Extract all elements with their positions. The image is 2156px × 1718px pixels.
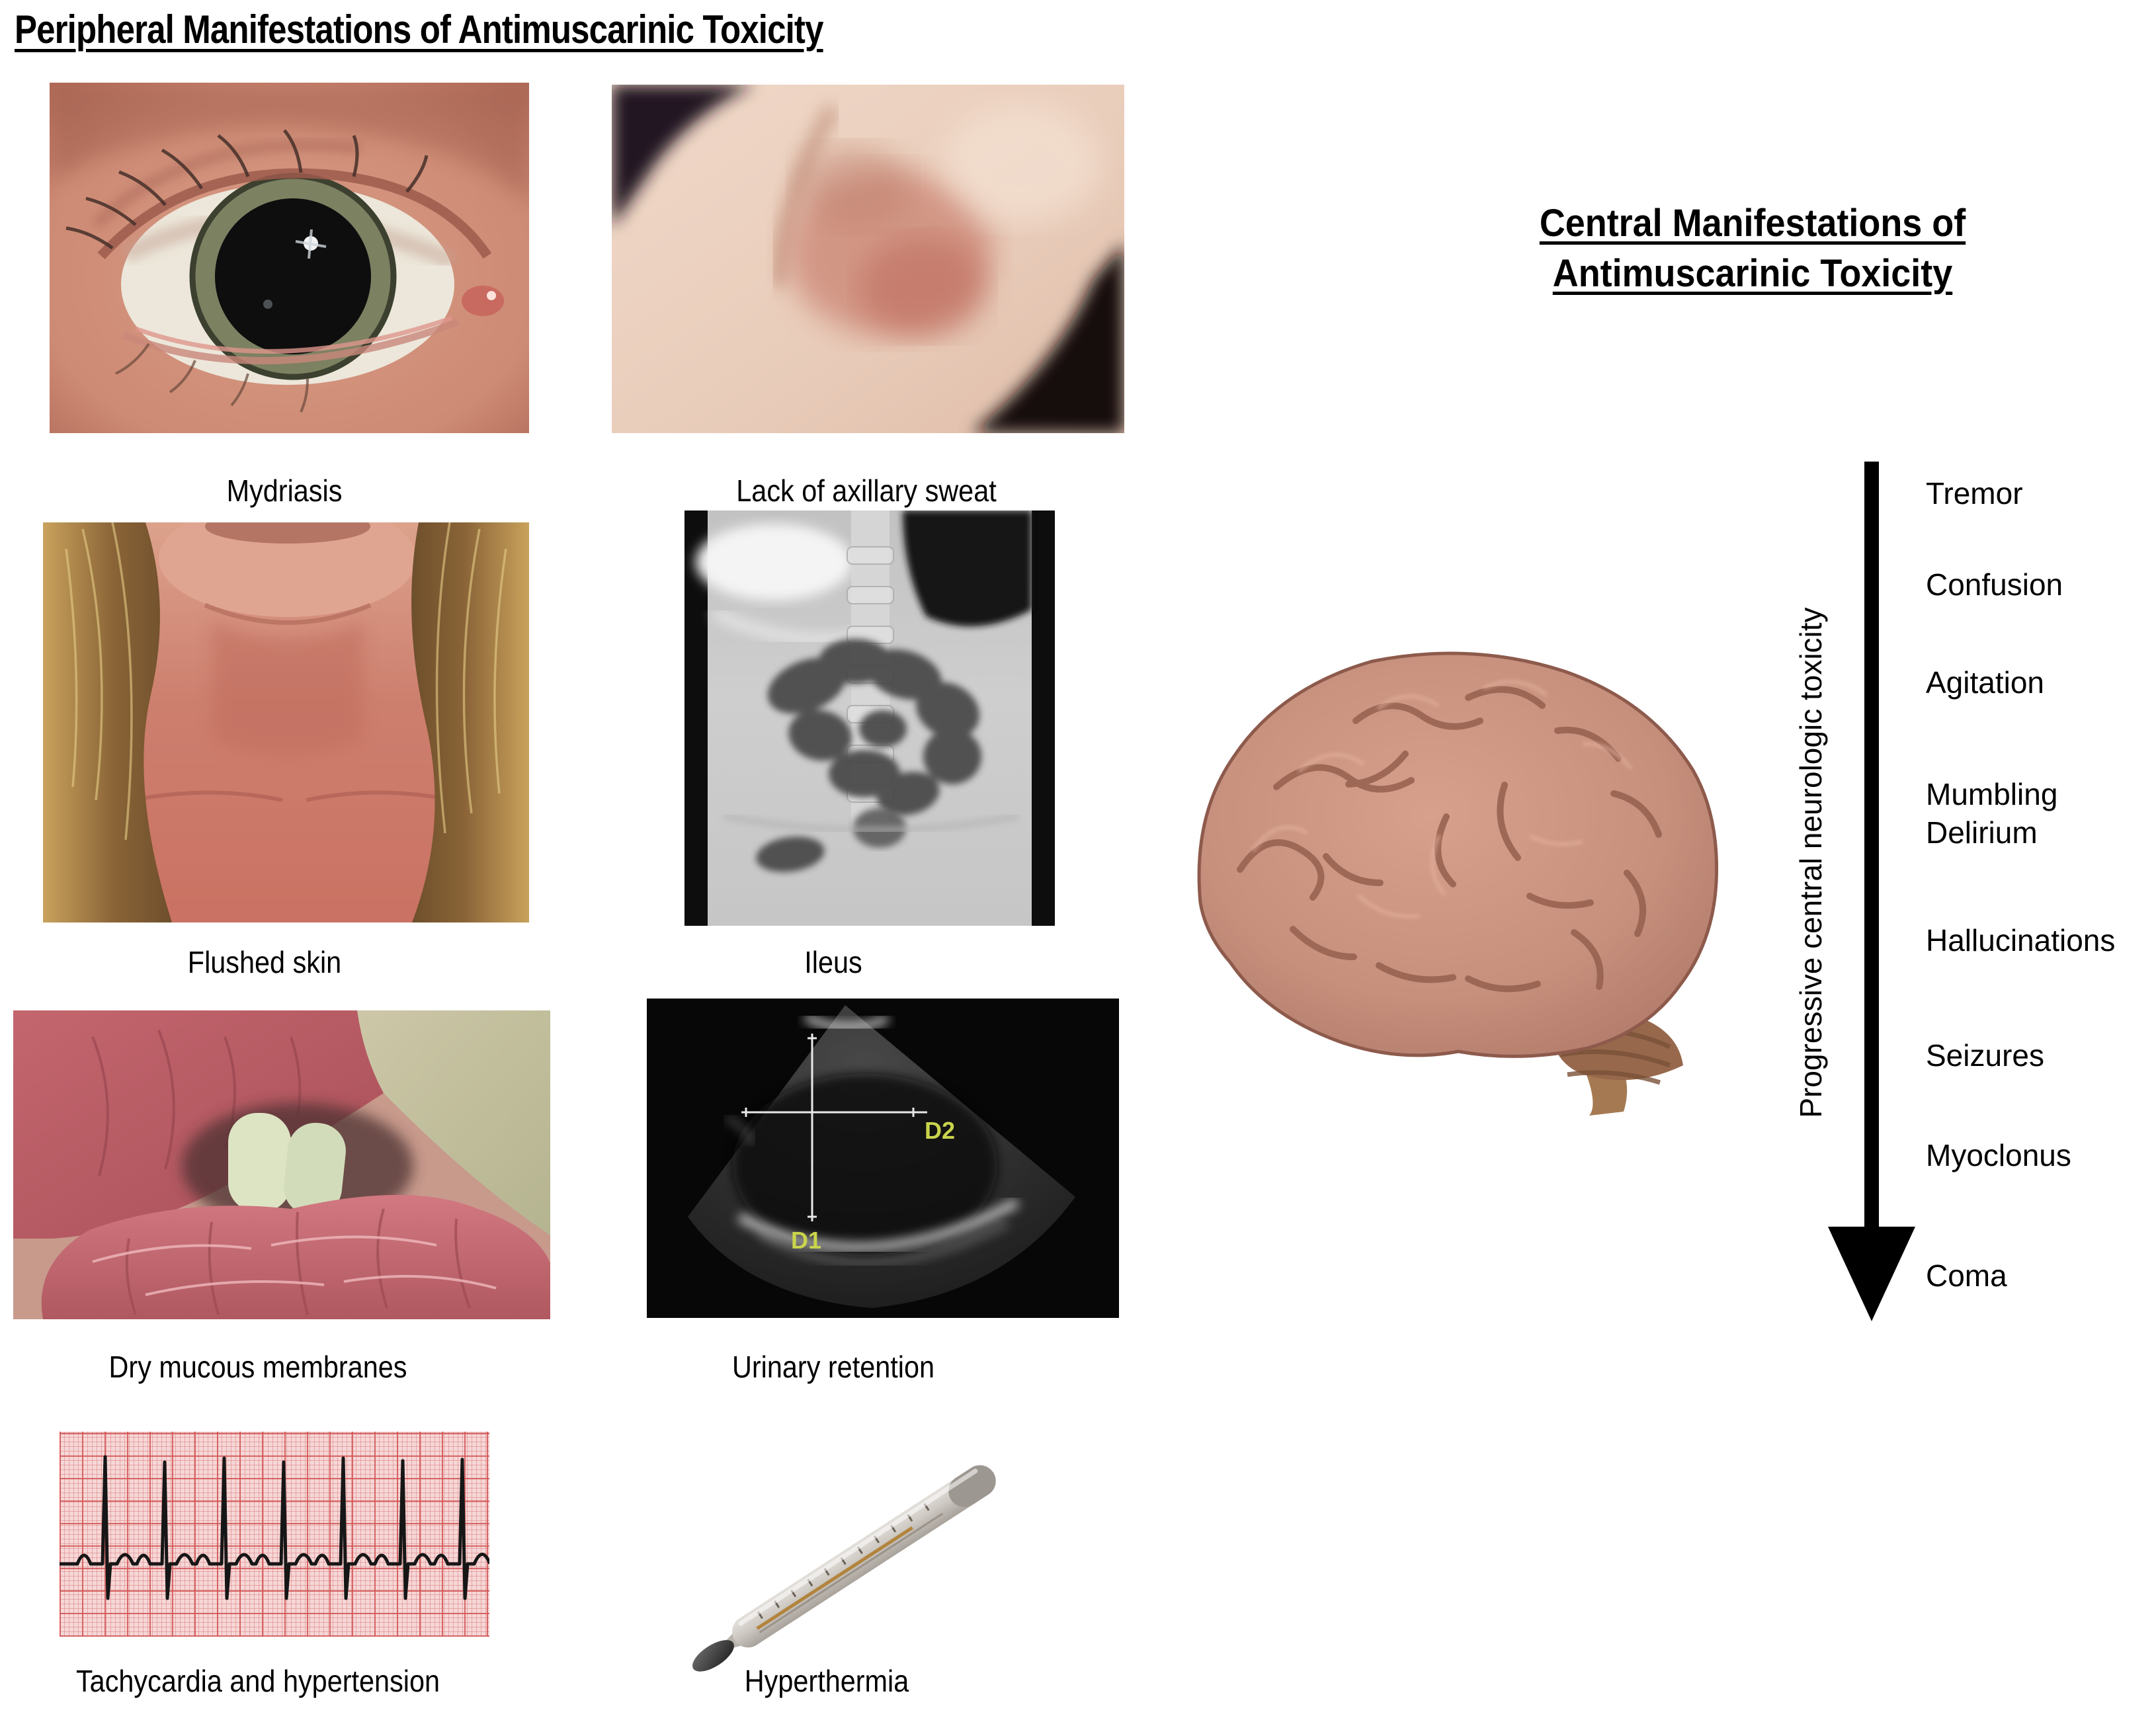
symptom-coma: Coma bbox=[1926, 1258, 2007, 1293]
lower-lashes bbox=[115, 343, 309, 413]
bladder bbox=[733, 1074, 997, 1256]
caption-dry-mucous-membranes: Dry mucous membranes bbox=[108, 1350, 407, 1384]
caption-flushed-skin: Flushed skin bbox=[187, 945, 342, 979]
dry-mucous-membranes-photo bbox=[13, 1010, 550, 1319]
mydriasis-photo bbox=[50, 83, 529, 433]
caption-mydriasis: Mydriasis bbox=[226, 473, 343, 508]
caption-urinary-retention: Urinary retention bbox=[731, 1350, 935, 1384]
cerebrum bbox=[1197, 651, 1719, 1058]
measurement-calipers bbox=[741, 1034, 927, 1221]
flushed-skin-photo bbox=[43, 522, 529, 922]
mercury-bulb bbox=[692, 1640, 734, 1672]
peripheral-title: Peripheral Manifestations of Antimuscari… bbox=[15, 7, 823, 52]
central-title: Central Manifestations of Antimuscarinic… bbox=[1445, 198, 2060, 299]
tear-duct bbox=[462, 286, 504, 316]
symptom-hallucinations: Hallucinations bbox=[1926, 923, 2116, 958]
pupil bbox=[215, 198, 371, 354]
hair-left bbox=[43, 522, 172, 922]
urinary-retention-ultrasound: D1 D2 bbox=[647, 999, 1119, 1318]
progression-axis-label: Progressive central neurologic toxicity bbox=[1794, 607, 1828, 1118]
thermometer-body bbox=[692, 1465, 996, 1672]
symptom-seizures: Seizures bbox=[1926, 1038, 2044, 1073]
teeth bbox=[228, 1113, 346, 1216]
symptom-tremor: Tremor bbox=[1926, 476, 2023, 511]
symptom-confusion: Confusion bbox=[1926, 567, 2063, 602]
ultrasound-d1-label: D1 bbox=[791, 1227, 821, 1254]
lower-lip bbox=[41, 1195, 550, 1319]
symptom-mumbling-delirium: Mumbling Delirium bbox=[1926, 777, 2058, 850]
eyelashes bbox=[65, 129, 429, 250]
caption-tachycardia-hypertension: Tachycardia and hypertension bbox=[75, 1664, 440, 1698]
progression-arrow bbox=[1828, 462, 1915, 1321]
mercury-column bbox=[756, 1526, 913, 1630]
bowel-gas-loops bbox=[756, 639, 981, 872]
central-title-line1: Central Manifestations of bbox=[1539, 202, 1966, 245]
upper-lip bbox=[13, 1010, 384, 1239]
caption-ileus: Ileus bbox=[804, 945, 862, 979]
ecg-strip bbox=[58, 1432, 491, 1637]
hair-right bbox=[411, 522, 529, 922]
caption-hyperthermia: Hyperthermia bbox=[744, 1664, 909, 1698]
ileus-xray bbox=[684, 511, 1055, 926]
ultrasound-d2-label: D2 bbox=[925, 1117, 955, 1144]
ecg-trace bbox=[58, 1455, 491, 1600]
symptom-agitation: Agitation bbox=[1926, 665, 2045, 700]
caption-lack-of-axillary-sweat: Lack of axillary sweat bbox=[736, 473, 997, 508]
symptom-myoclonus: Myoclonus bbox=[1926, 1138, 2071, 1172]
hyperthermia-thermometer bbox=[692, 1465, 996, 1672]
axillary-sweat-photo bbox=[612, 85, 1124, 433]
brain-image bbox=[1197, 651, 1719, 1116]
brain-gyri bbox=[1237, 686, 1662, 993]
central-title-line2: Antimuscarinic Toxicity bbox=[1552, 252, 1953, 295]
